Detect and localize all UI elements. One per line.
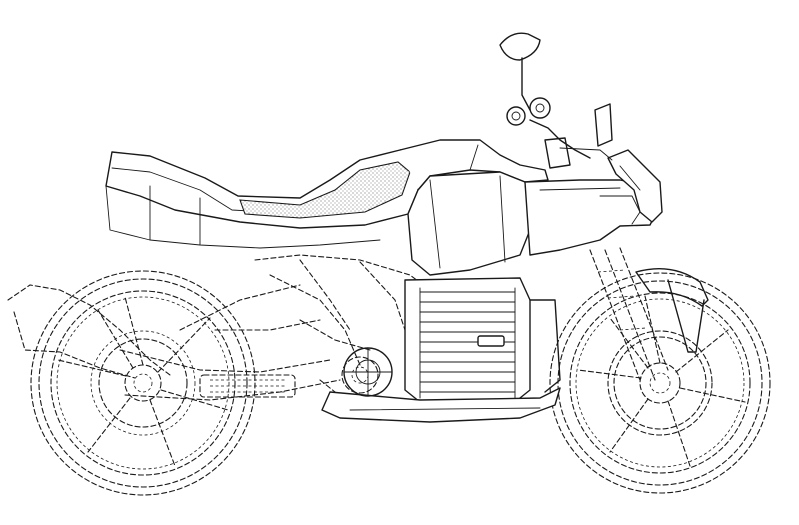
front-fender	[635, 267, 709, 353]
frame	[254, 254, 431, 406]
swingarm	[7, 284, 341, 401]
battery-pack	[321, 277, 561, 423]
rear-wheel	[30, 270, 256, 496]
cockpit	[499, 32, 613, 169]
motor	[343, 347, 393, 397]
front-fork	[589, 247, 669, 381]
front-wheel	[549, 272, 771, 494]
bodywork	[105, 139, 663, 276]
